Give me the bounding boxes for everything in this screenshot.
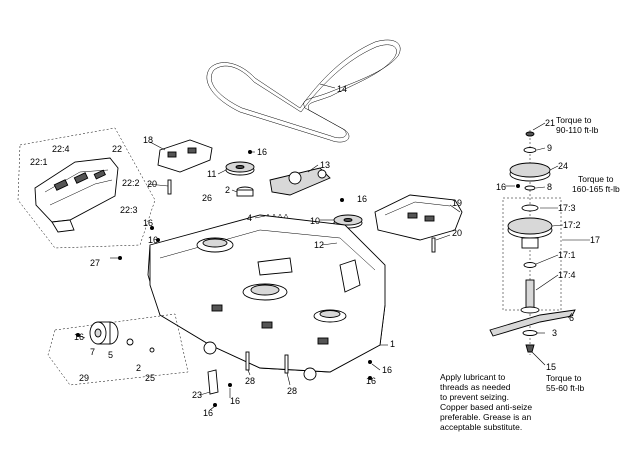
callout-20-right: 20 — [452, 228, 462, 238]
callout-6: 6 — [569, 313, 574, 323]
callout-22-1: 22:1 — [30, 157, 48, 167]
callout-16-idler: 16 — [357, 194, 367, 204]
mower-deck — [147, 214, 386, 381]
callout-17-1: 17:1 — [558, 250, 576, 260]
callout-3: 3 — [552, 328, 557, 338]
callout-13: 13 — [320, 160, 330, 170]
spindle-pulley-small — [236, 186, 254, 197]
anti-scalp-wheel-kit — [47, 313, 189, 386]
svg-text:Torque to: Torque to — [578, 174, 614, 184]
callout-11: 11 — [207, 169, 216, 179]
svg-text:55-60 ft-lb: 55-60 ft-lb — [546, 383, 585, 393]
torque-note-lower: Torque to 55-60 ft-lb — [546, 373, 585, 393]
belt-shield — [157, 139, 213, 173]
callout-8: 8 — [547, 182, 552, 192]
callout-21: 21 — [545, 118, 555, 128]
callout-14: 14 — [337, 84, 347, 94]
callout-23: 23 — [192, 390, 202, 400]
svg-text:to prevent seizing.: to prevent seizing. — [440, 392, 509, 402]
callout-28-left: 28 — [245, 376, 255, 386]
leader-lines — [77, 83, 590, 411]
callout-26: 26 — [202, 193, 212, 203]
callout-25: 25 — [145, 373, 155, 383]
callout-10: 10 — [310, 216, 320, 226]
callout-16-bottom-b: 16 — [203, 408, 213, 418]
callout-16-rear-a: 16 — [382, 365, 392, 375]
callout-2-wheel: 2 — [136, 363, 141, 373]
callout-16-shield: 16 — [257, 147, 267, 157]
callout-17: 17 — [590, 235, 600, 245]
callout-24: 24 — [558, 161, 568, 171]
callout-15: 15 — [546, 362, 556, 372]
callout-1: 1 — [390, 339, 395, 349]
callout-20-left: 20 — [147, 179, 157, 189]
lubricant-note: Apply lubricant to threads as needed to … — [440, 372, 532, 432]
callout-17-4: 17:4 — [558, 270, 576, 280]
callout-5: 5 — [108, 350, 113, 360]
callout-16-deck-b: 16 — [148, 235, 158, 245]
torque-note-upper: Torque to 90-110 ft-lb — [556, 115, 599, 135]
svg-text:Torque to: Torque to — [546, 373, 582, 383]
callout-17-2: 17:2 — [563, 220, 581, 230]
callout-7: 7 — [90, 347, 95, 357]
belt-cover-right — [374, 194, 463, 241]
drive-belt — [206, 39, 401, 143]
callout-18: 18 — [143, 135, 153, 145]
svg-text:threads as needed: threads as needed — [440, 382, 511, 392]
callout-17-3: 17:3 — [558, 203, 576, 213]
svg-text:90-110 ft-lb: 90-110 ft-lb — [556, 125, 599, 135]
callout-4: 4 — [247, 213, 252, 223]
svg-text:Copper based anti-seize: Copper based anti-seize — [440, 402, 532, 412]
callout-16-rear-b: 16 — [366, 376, 376, 386]
callout-16-spindle: 16 — [496, 182, 506, 192]
belt-cover-kit-outline — [17, 127, 156, 249]
spindle-assembly — [489, 130, 576, 355]
callout-16-bottom-a: 16 — [230, 396, 240, 406]
idler-pulley-upper — [225, 161, 255, 176]
callout-22-2: 22:2 — [122, 178, 140, 188]
idler-arm — [269, 167, 331, 196]
svg-text:Torque to: Torque to — [556, 115, 592, 125]
callout-27: 27 — [90, 258, 100, 268]
callout-22: 22 — [112, 144, 122, 154]
callout-12: 12 — [314, 240, 324, 250]
callout-22-3: 22:3 — [120, 205, 138, 215]
callout-16-wheel: 16 — [74, 332, 84, 342]
belt-cover-left — [34, 157, 119, 233]
callout-22-4: 22:4 — [52, 144, 70, 154]
callout-labels: 14 21 9 24 8 16 17:3 17:2 17 17:1 17:4 6… — [30, 84, 600, 418]
callout-2-pulley: 2 — [225, 185, 230, 195]
svg-text:Apply lubricant to: Apply lubricant to — [440, 372, 505, 382]
callout-16-deck-a: 16 — [143, 218, 153, 228]
callout-29: 29 — [79, 373, 89, 383]
callout-28-right: 28 — [287, 386, 297, 396]
torque-note-middle: Torque to 160-165 ft-lb — [572, 174, 620, 194]
svg-text:160-165 ft-lb: 160-165 ft-lb — [572, 184, 620, 194]
svg-text:preferable. Grease is an: preferable. Grease is an — [440, 412, 531, 422]
callout-9: 9 — [547, 143, 552, 153]
svg-text:acceptable substitute.: acceptable substitute. — [440, 422, 522, 432]
callout-19: 19 — [452, 198, 462, 208]
